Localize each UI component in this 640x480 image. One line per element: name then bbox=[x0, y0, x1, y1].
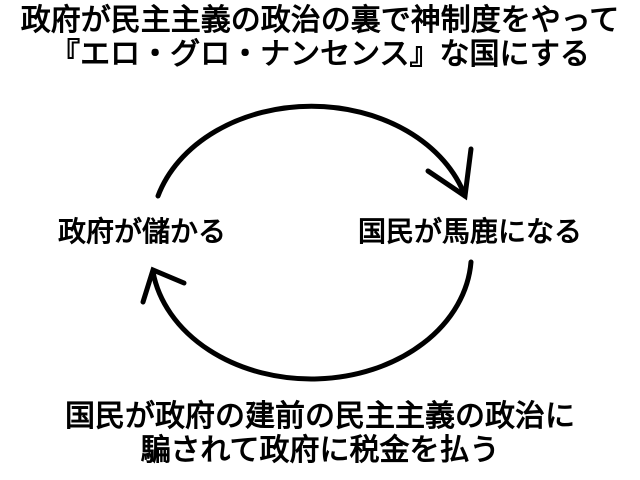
lower-arc bbox=[150, 259, 474, 382]
node-citizens-become-fools: 国民が馬鹿になる bbox=[358, 215, 583, 248]
bottom-caption: 国民が政府の建前の民主主義の政治に 騙されて政府に税金を払う bbox=[0, 400, 640, 468]
bottom-caption-line-2: 騙されて政府に税金を払う bbox=[140, 433, 500, 468]
lower-arrowhead-icon bbox=[140, 266, 187, 305]
node-government-profits: 政府が儲かる bbox=[58, 215, 227, 248]
top-caption-line-1: 政府が民主主義の政治の裏で神制度をやって bbox=[20, 3, 620, 38]
top-caption: 政府が民主主義の政治の裏で神制度をやって 『エロ・グロ・ナンセンス』な国にする bbox=[0, 4, 640, 72]
upper-arrowhead-icon bbox=[425, 146, 474, 201]
upper-arc bbox=[155, 103, 468, 199]
top-caption-line-2: 『エロ・グロ・ナンセンス』な国にする bbox=[50, 37, 590, 72]
bottom-caption-line-1: 国民が政府の建前の民主主義の政治に bbox=[65, 399, 575, 434]
